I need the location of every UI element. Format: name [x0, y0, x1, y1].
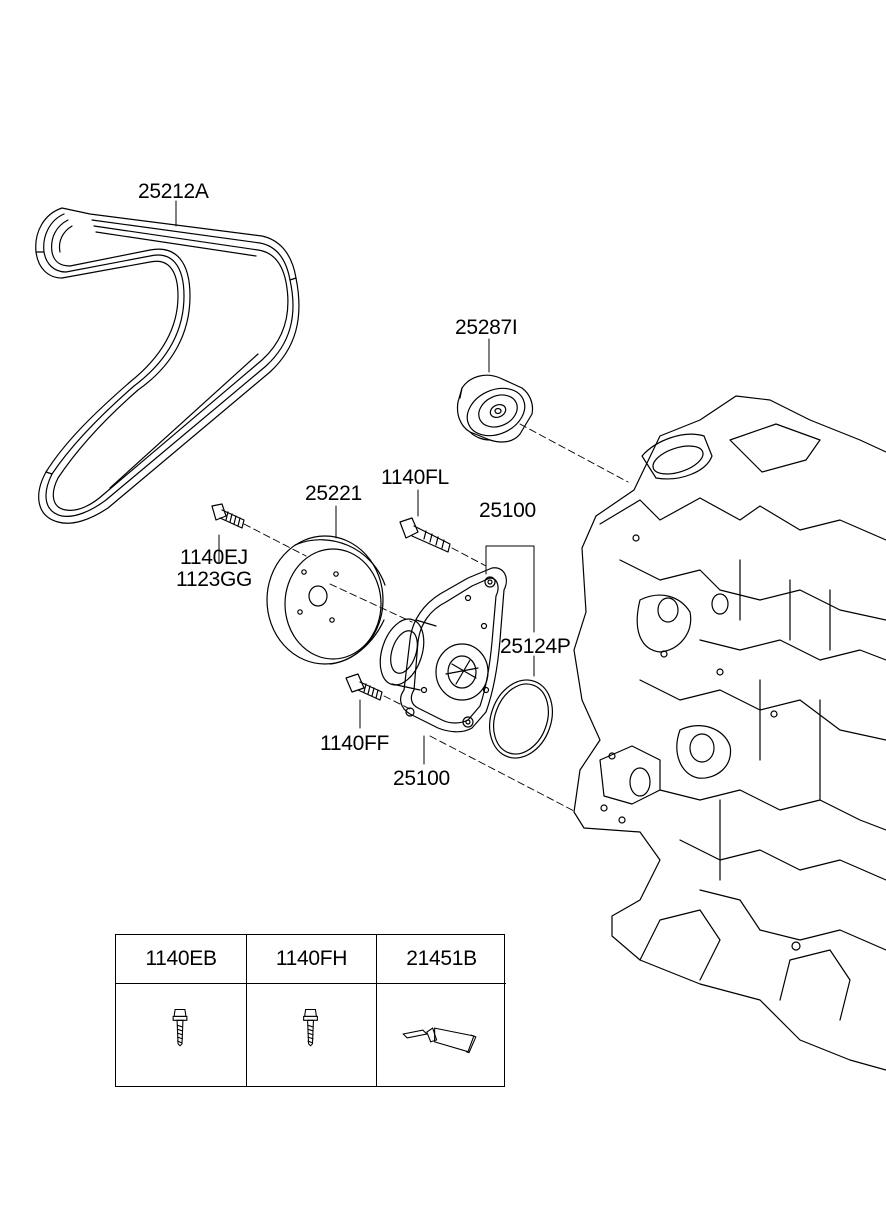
part-number-label: 1140FH	[275, 947, 348, 970]
parts-table-column: 1140EB	[116, 935, 246, 1086]
callout-bolt-1140ej: 1140EJ	[180, 546, 248, 569]
callout-o-ring: 25124P	[500, 635, 571, 658]
callout-idler-pulley: 25287I	[455, 316, 518, 339]
parts-table-cell	[247, 983, 376, 1086]
pump-o-ring	[489, 679, 553, 759]
dash-center-lines	[243, 423, 629, 813]
bolt-1140fl	[399, 517, 451, 553]
part-number-label: 1140EB	[145, 947, 217, 970]
sealant-tube-icon	[402, 1027, 477, 1054]
callout-bolt-1140ff: 1140FF	[320, 732, 390, 755]
engine-block	[573, 395, 886, 1071]
callout-water-pump-pulley: 25221	[305, 482, 362, 505]
bolt-1140ej	[211, 503, 245, 529]
parts-table-header: 1140EB	[116, 935, 246, 984]
part-number-label: 21451B	[406, 947, 477, 970]
idler-pulley	[456, 374, 534, 443]
callout-bolt-1140fl: 1140FL	[381, 466, 449, 489]
flange-bolt-icon	[303, 1008, 318, 1047]
parts-table-header: 1140FH	[247, 935, 376, 984]
parts-table-cell	[116, 983, 246, 1086]
parts-table-cell	[377, 983, 506, 1086]
bolt-1140ff	[345, 673, 383, 701]
parts-table-header: 21451B	[377, 935, 506, 984]
water-pump	[379, 567, 507, 733]
callout-water-pump-assy: 25100	[479, 499, 536, 522]
drive-belt	[35, 207, 300, 524]
parts-table: 1140EB 1140FH 21451B	[115, 934, 506, 1087]
leader-lines	[175, 200, 535, 765]
parts-table-column: 1140FH	[246, 935, 376, 1086]
callout-drive-belt: 25212A	[138, 180, 209, 203]
water-pump-pulley	[266, 535, 386, 665]
flange-bolt-icon	[172, 1008, 188, 1047]
parts-table-column: 21451B	[376, 935, 506, 1086]
callout-bolt-1123gg: 1123GG	[176, 568, 253, 591]
callout-water-pump-body: 25100	[393, 767, 450, 790]
